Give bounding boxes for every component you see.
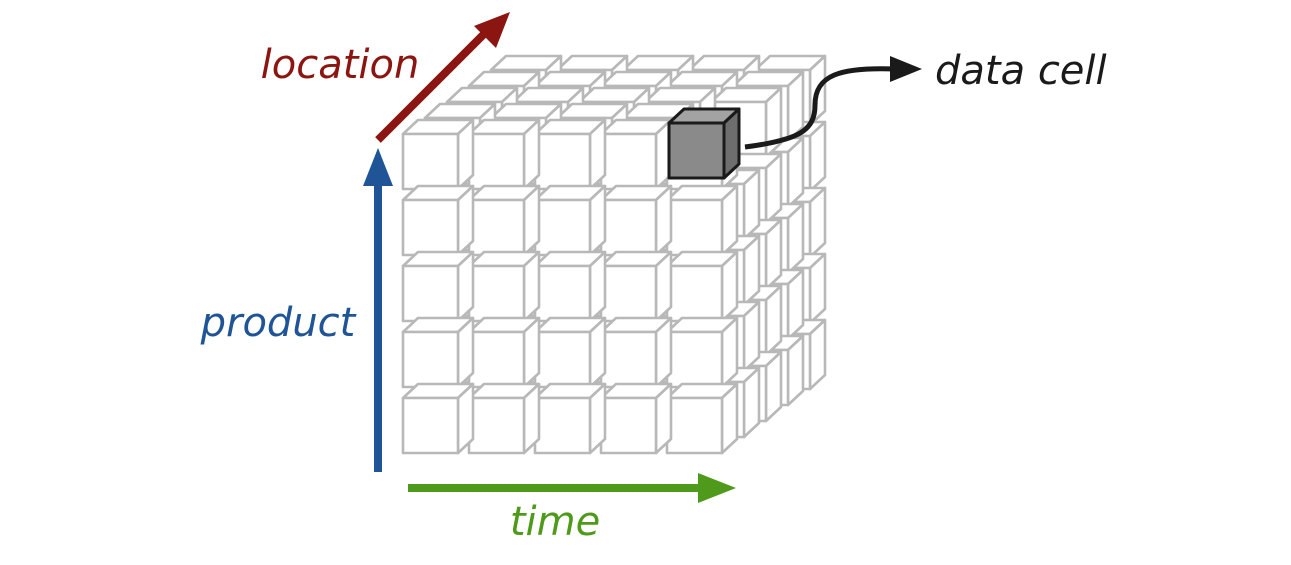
- cube-cell: [467, 250, 541, 323]
- cube-cell: [533, 184, 607, 257]
- cube-cell: [401, 250, 475, 323]
- cube-cell: [599, 118, 673, 191]
- time-axis-arrow: [408, 473, 736, 503]
- cube-cell: [401, 316, 475, 389]
- cube-grid: [401, 54, 827, 455]
- product-label: product: [200, 300, 357, 346]
- cube-cell: [599, 382, 673, 455]
- cube-cell: [533, 382, 607, 455]
- product-axis-arrow: [363, 148, 393, 472]
- location-label: location: [261, 42, 420, 88]
- cube-cell: [467, 382, 541, 455]
- cube-cell: [533, 316, 607, 389]
- time-label: time: [510, 499, 600, 545]
- cube-cell: [401, 118, 475, 191]
- cube-cell: [665, 316, 739, 389]
- cube-cell: [533, 118, 607, 191]
- data-cell-pointer: [744, 66, 896, 150]
- cube-cell: [665, 382, 739, 455]
- cube-cell: [599, 184, 673, 257]
- cube-cell: [467, 316, 541, 389]
- cube-cell: [401, 382, 475, 455]
- cube-cell: [665, 250, 739, 323]
- cube-cell: [467, 118, 541, 191]
- highlighted-data-cell: [667, 107, 741, 180]
- data-cell-pointer-head: [890, 56, 922, 82]
- cube-cell: [467, 184, 541, 257]
- data-cell-label: data cell: [935, 48, 1107, 94]
- cube-cell: [599, 250, 673, 323]
- cube-cell: [599, 316, 673, 389]
- cube-cell: [401, 184, 475, 257]
- location-axis-arrow: [375, 12, 510, 143]
- cube-cell: [533, 250, 607, 323]
- cube-cell: [665, 184, 739, 257]
